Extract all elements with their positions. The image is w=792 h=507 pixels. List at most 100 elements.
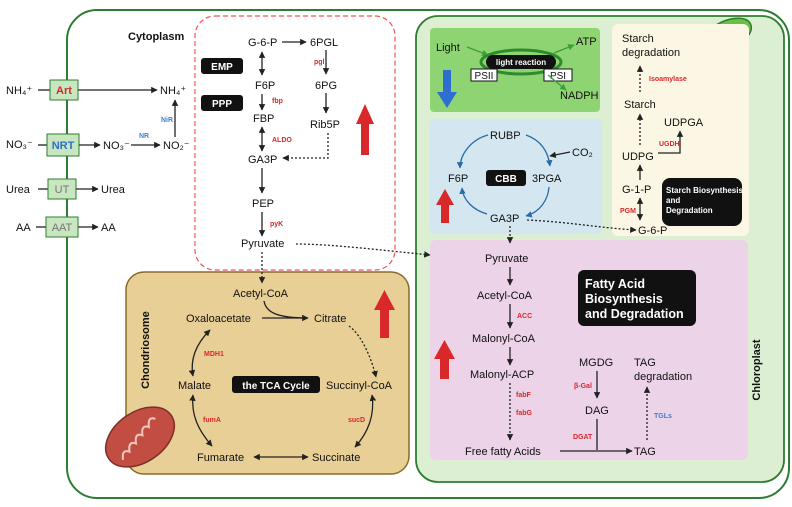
6pgl-node: 6PGL [310,37,338,49]
upregulated-arrow [434,340,455,379]
ugdh-enzyme: UGDH [659,141,680,148]
psii-box [470,68,498,82]
pyruvate-cyto-node: Pyruvate [241,238,284,250]
transporter-column: NH₄⁺ Art NH₄⁺ NO₃⁻ NRT NO₃⁻ NR NO₂⁻ NiR … [6,79,190,238]
downregulated-arrow [437,70,457,108]
udpg-node: UDPG [622,151,654,163]
aat-label: AAT [52,222,73,234]
dgat-enzyme: DGAT [573,434,593,441]
urea-inside: Urea [101,184,126,196]
rib5p-node: Rib5P [310,119,340,131]
aldo-enzyme: ALDO [272,137,292,144]
psi-label: PSI [550,71,566,82]
cbb-badge [486,170,526,186]
oxaloacetate-node: Oxaloacetate [186,313,251,325]
nadph-node: NADPH [560,90,599,102]
f6p-chloro-node: F6P [448,173,468,185]
nh4-outside: NH₄⁺ [6,85,32,97]
tca-label: the TCA Cycle [242,381,310,392]
ppp-badge [201,95,243,111]
tca-badge [232,376,320,393]
fbp-node: FBP [253,113,274,125]
emp-label: EMP [211,62,233,73]
no3-inside: NO₃⁻ [103,140,130,152]
light-reaction: Light light reaction PSII PSI ATP NADPH [436,36,599,108]
ut-label: UT [55,184,70,196]
starch-badge [662,178,742,226]
tag-node: TAG [634,446,656,458]
upregulated-arrow [356,104,374,155]
no3-outside: NO₃⁻ [6,139,33,151]
fabg-enzyme: fabG [516,410,533,417]
starch-node: Starch [624,99,656,111]
fatty-acid-badge [578,270,696,326]
ga3p-node: GA3P [248,154,277,166]
light-reaction-ring [479,48,563,76]
tgls-enzyme: TGLs [654,413,672,420]
cytoplasm-label: Cytoplasm [128,31,184,43]
nir-enzyme: NiR [161,117,173,124]
acc-enzyme: ACC [517,313,532,320]
fabf-enzyme: fabF [516,392,532,399]
pep-node: PEP [252,198,274,210]
glycolysis-region [194,15,396,271]
mitochondrion-icon [104,406,176,468]
nh4-inside: NH₄⁺ [160,85,186,97]
aa-outside: AA [16,222,31,234]
urea-outside: Urea [6,184,31,196]
emp-badge [201,58,243,74]
g1p-node: G-1-P [622,184,651,196]
pyk-enzyme: pyK [270,221,283,228]
ppp-label: PPP [212,99,232,110]
psii-label: PSII [475,71,494,82]
art-label: Art [56,85,72,97]
ga3p-chloro-node: GA3P [490,213,519,225]
citrate-node: Citrate [314,313,346,325]
tca-cycle: Acetyl-CoA Oxaloacetate Citrate Malate M… [178,288,395,464]
glycolysis-pathway: G-6-P 6PGL pgl 6PG Rib5P EMP F6P fbp PPP… [201,37,431,284]
mgdg-node: MGDG [579,357,613,369]
light-node: Light [436,42,460,54]
bgal-enzyme: β-Gal [574,383,592,390]
udpga-node: UDPGA [664,117,704,129]
aa-inside: AA [101,222,116,234]
rubp-node: RUBP [490,130,521,142]
g6p-node: G-6-P [248,37,277,49]
malonyl-acp-node: Malonyl-ACP [470,369,534,381]
light-reaction-badge [486,55,556,69]
fbp-enzyme: fbp [272,98,283,105]
succinyl-coa-node: Succinyl-CoA [326,380,393,392]
pgm-enzyme: PGM [620,208,636,215]
fatty-acid-pathway: Pyruvate Acetyl-CoA ACC Malonyl-CoA Malo… [434,253,696,458]
fuma-enzyme: fumA [203,417,221,424]
nr-enzyme: NR [139,133,149,140]
co2-node: CO₂ [572,147,593,159]
nrt-label: NRT [52,140,75,152]
g6p-chloro-node: G-6-P [638,225,667,237]
sucd-enzyme: sucD [348,417,365,424]
light-reaction-label: light reaction [496,58,546,67]
free-fatty-acids-node: Free fatty Acids [465,446,541,458]
6pg-node: 6PG [315,80,337,92]
upregulated-arrow [436,189,454,223]
3pga-node: 3PGA [532,173,562,185]
cbb-label: CBB [495,174,517,185]
malonyl-coa-node: Malonyl-CoA [472,333,536,345]
cbb-cycle: RUBP CO₂ F6P CBB 3PGA GA3P [436,130,637,244]
succinate-node: Succinate [312,452,360,464]
no2-node: NO₂⁻ [163,140,190,152]
fumarate-node: Fumarate [197,452,244,464]
atp-node: ATP [576,36,597,48]
f6p-node: F6P [255,80,275,92]
chondriosome-label: Chondriosome [140,311,152,389]
malate-node: Malate [178,380,211,392]
dag-node: DAG [585,405,609,417]
acetyl-coa-chloro-node: Acetyl-CoA [477,290,533,302]
chloroplast-label: Chloroplast [751,339,763,400]
pgl-enzyme: pgl [314,59,325,66]
